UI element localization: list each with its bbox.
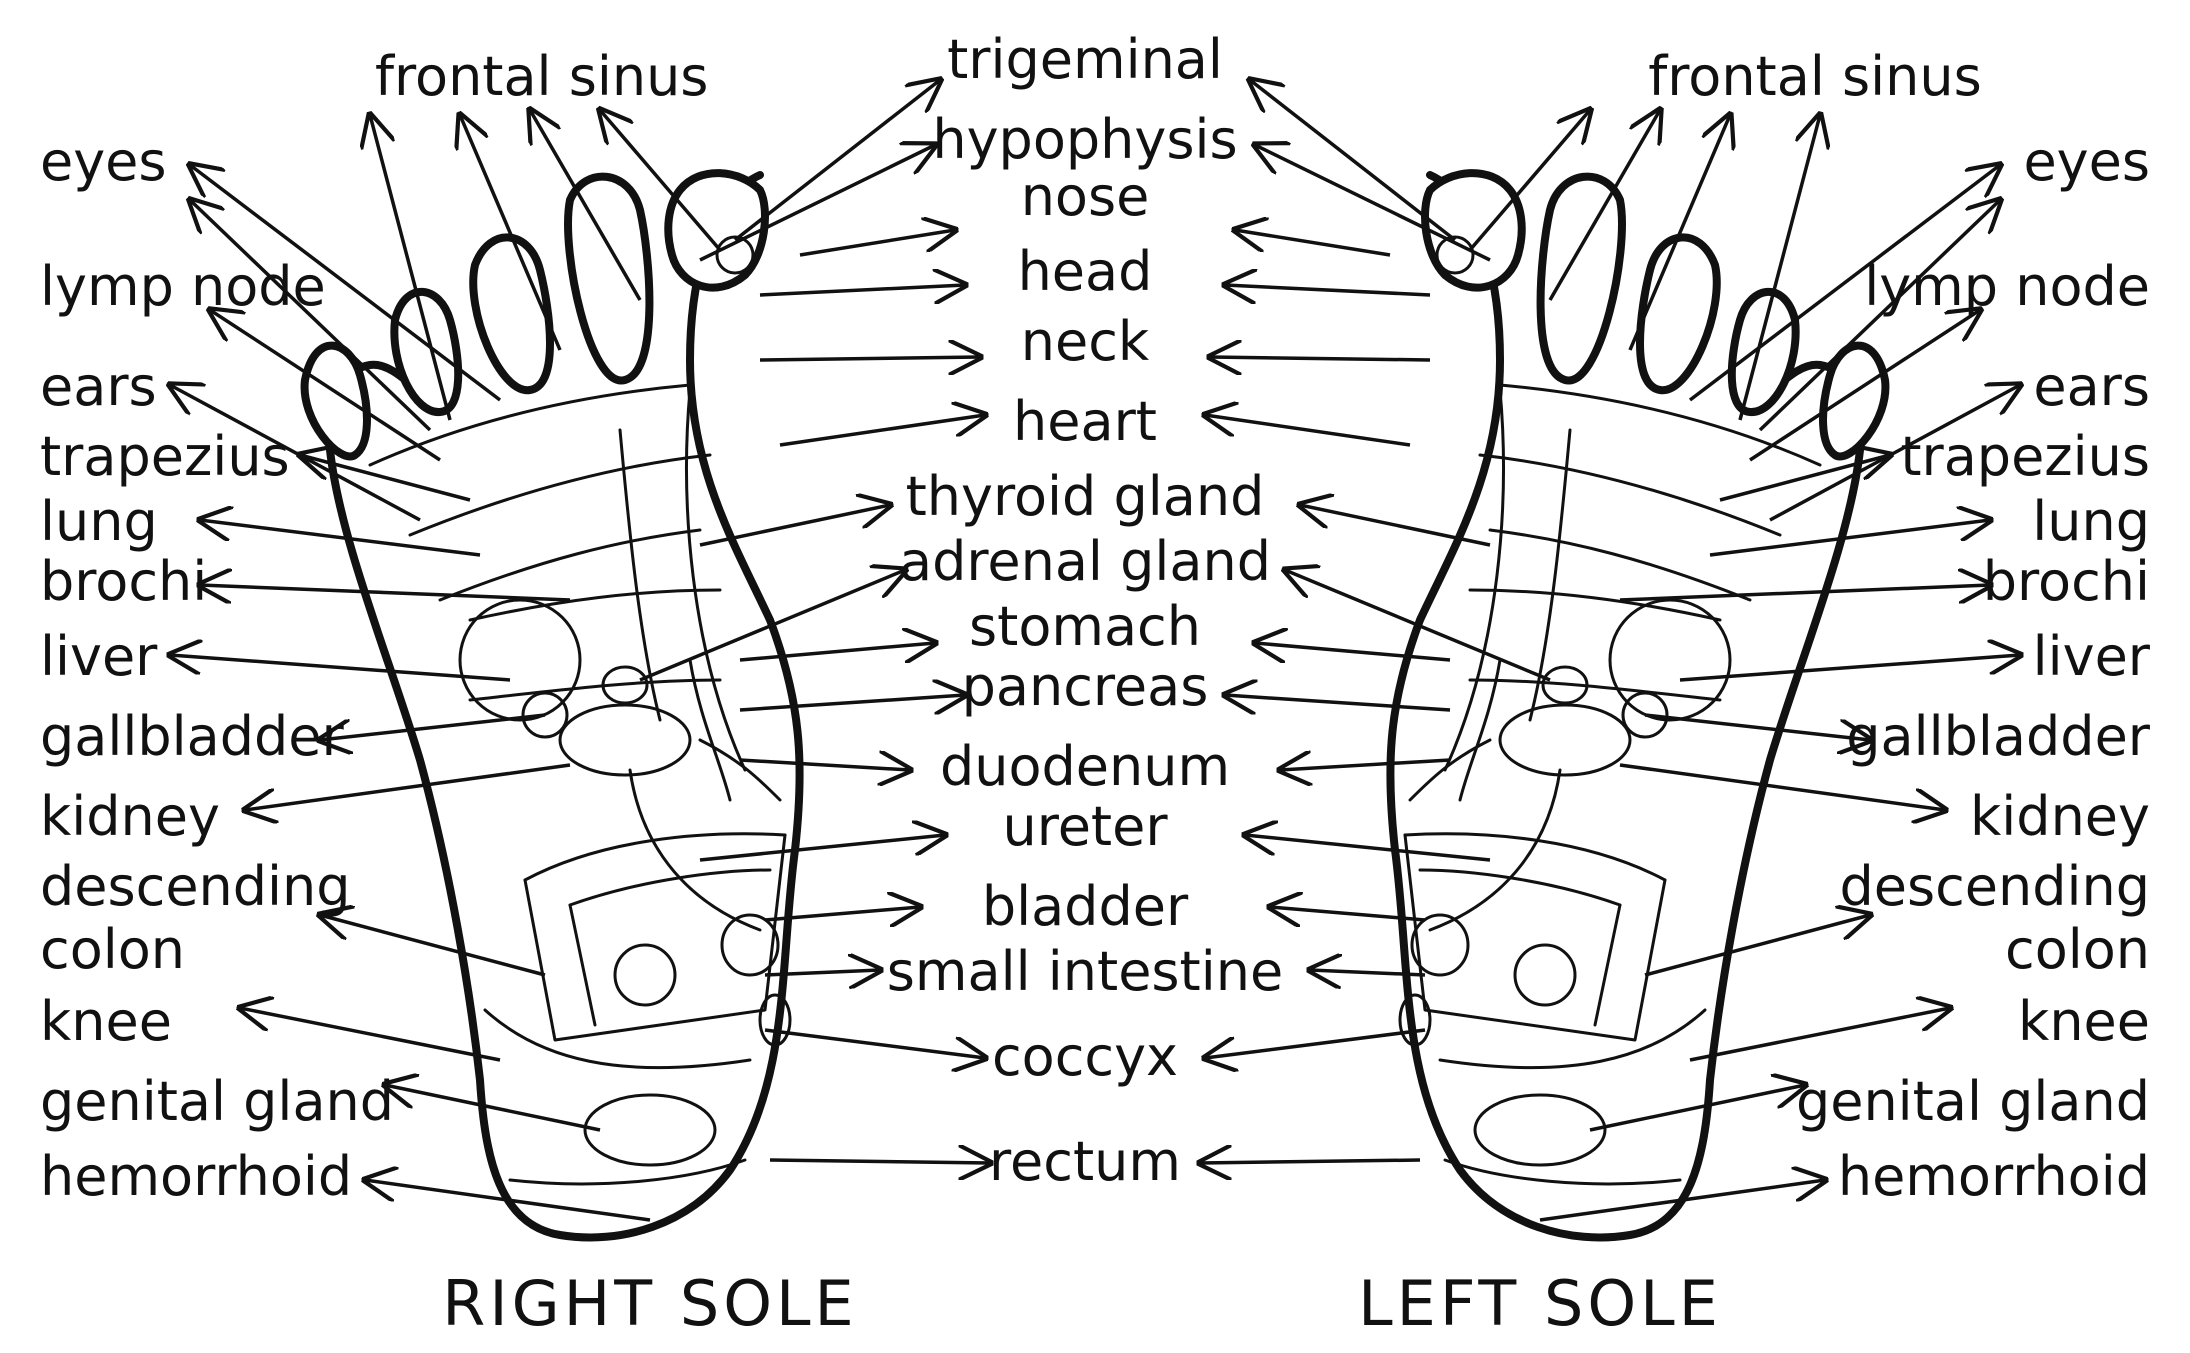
label-right-trapezius: trapezius xyxy=(40,425,290,488)
label-right-knee: knee xyxy=(40,990,172,1053)
label-right-liver: liver xyxy=(40,625,158,688)
label-bladder: bladder xyxy=(982,875,1189,938)
label-left-descending: descending xyxy=(1839,855,2150,918)
label-right-kidney: kidney xyxy=(40,785,220,848)
label-right-descending: descending xyxy=(40,855,351,918)
right-sole-title: RIGHT SOLE xyxy=(442,1267,857,1340)
label-left-kidney: kidney xyxy=(1970,785,2150,848)
label-left-hemorrhoid: hemorrhoid xyxy=(1838,1145,2150,1208)
label-left-gallbladder: gallbladder xyxy=(1846,705,2151,768)
label-trigeminal: trigeminal xyxy=(947,28,1223,91)
label-thyroid-gland: thyroid gland xyxy=(906,465,1265,528)
label-stomach: stomach xyxy=(969,595,1201,658)
label-adrenal-gland: adrenal gland xyxy=(899,530,1271,593)
label-left-frontal-sinus: frontal sinus xyxy=(1648,45,1981,108)
label-right-eyes: eyes xyxy=(40,130,167,193)
label-hypophysis: hypophysis xyxy=(932,108,1237,171)
label-right-ears: ears xyxy=(40,355,157,418)
label-ureter: ureter xyxy=(1002,795,1168,858)
center-labels: trigeminal hypophysis nose head neck hea… xyxy=(887,28,1283,1193)
left-sole-title: LEFT SOLE xyxy=(1358,1267,1722,1340)
label-small-intestine: small intestine xyxy=(887,940,1283,1003)
label-right-lymp-node: lymp node xyxy=(40,255,326,318)
label-left-brochi: brochi xyxy=(1983,550,2150,613)
label-neck: neck xyxy=(1021,310,1150,373)
label-duodenum: duodenum xyxy=(940,735,1230,798)
label-left-trapezius: trapezius xyxy=(1900,425,2150,488)
label-right-frontal-sinus: frontal sinus xyxy=(375,45,708,108)
label-left-colon: colon xyxy=(2005,918,2150,981)
label-right-hemorrhoid: hemorrhoid xyxy=(40,1145,352,1208)
right-sole-labels: frontal sinus eyes lymp node ears trapez… xyxy=(40,45,708,1208)
left-sole-labels: frontal sinus eyes lymp node ears trapez… xyxy=(1648,45,2151,1208)
left-sole-arrows xyxy=(1200,80,2020,1222)
label-left-lymp-node: lymp node xyxy=(1864,255,2150,318)
label-left-liver: liver xyxy=(2033,625,2151,688)
label-right-gallbladder: gallbladder xyxy=(40,705,345,768)
label-right-genital-gland: genital gland xyxy=(40,1070,394,1133)
label-nose: nose xyxy=(1021,165,1150,228)
label-left-ears: ears xyxy=(2033,355,2150,418)
label-left-knee: knee xyxy=(2018,990,2150,1053)
label-right-lung: lung xyxy=(40,490,158,553)
label-coccyx: coccyx xyxy=(992,1025,1178,1088)
label-pancreas: pancreas xyxy=(962,655,1209,718)
label-rectum: rectum xyxy=(989,1130,1181,1193)
right-sole-arrows xyxy=(170,80,990,1222)
label-left-lung: lung xyxy=(2032,490,2150,553)
label-right-brochi: brochi xyxy=(40,550,207,613)
label-right-colon: colon xyxy=(40,918,185,981)
label-left-genital-gland: genital gland xyxy=(1796,1070,2150,1133)
label-left-eyes: eyes xyxy=(2023,130,2150,193)
label-head: head xyxy=(1018,240,1153,303)
label-heart: heart xyxy=(1013,390,1157,453)
